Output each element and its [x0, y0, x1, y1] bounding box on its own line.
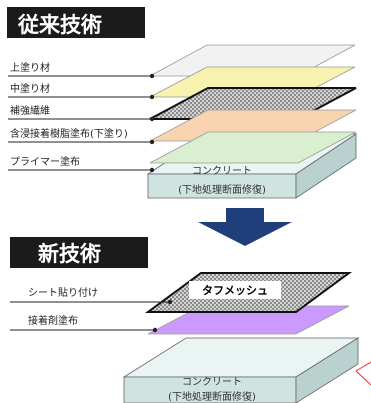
new-concrete-block: コンクリート (下地処理断面修復) [122, 337, 360, 403]
old-dot-primer [149, 167, 155, 173]
old-section: 従来技術 コンクリート (下地処理断面修復) 上塗り材 中塗り材 補強繊維 含浸… [7, 7, 358, 199]
old-label-topcoat: 上塗り材 [10, 61, 50, 74]
old-title-bar [7, 7, 145, 38]
pointer-line-2 [355, 370, 371, 386]
new-section: 新技術 タフメッシュ コンクリート (下地処理断面修復) シート貼り付け 接着剤… [10, 237, 371, 403]
new-block-label-1: コンクリート [182, 376, 242, 388]
old-block-side [295, 133, 357, 199]
old-block-label-2: (下地処理断面修復) [178, 183, 266, 196]
new-dot-sheet [167, 299, 173, 305]
mesh-label-box [189, 281, 281, 299]
old-dot-resin [149, 139, 155, 145]
transition-arrow [198, 208, 292, 246]
old-label-resin: 含浸接着樹脂塗布(下塗り) [10, 127, 128, 140]
new-label-sheet: シート貼り付け [28, 286, 98, 299]
new-block-front [123, 376, 297, 403]
old-label-midcoat: 中塗り材 [10, 82, 50, 95]
new-block-side [295, 337, 359, 403]
old-layer-primer [149, 131, 357, 164]
mesh-label: タフメッシュ [202, 284, 268, 297]
new-label-adhesive: 接着剤塗布 [28, 314, 78, 327]
down-arrow-icon [198, 208, 292, 246]
old-dot-topcoat [149, 73, 155, 79]
pointer-line-1 [355, 361, 371, 372]
old-dot-midcoat [149, 94, 155, 100]
old-block-label-1: コンクリート [192, 165, 252, 177]
old-dot-fiber [149, 116, 155, 122]
old-title: 従来技術 [17, 13, 102, 37]
new-title: 新技術 [38, 242, 101, 266]
new-dot-adhesive [152, 327, 158, 333]
old-label-fiber: 補強繊維 [10, 104, 50, 117]
new-block-label-2: (下地処理断面修復) [168, 390, 256, 403]
old-label-primer: プライマー塗布 [10, 155, 80, 168]
new-title-bar [10, 237, 148, 268]
